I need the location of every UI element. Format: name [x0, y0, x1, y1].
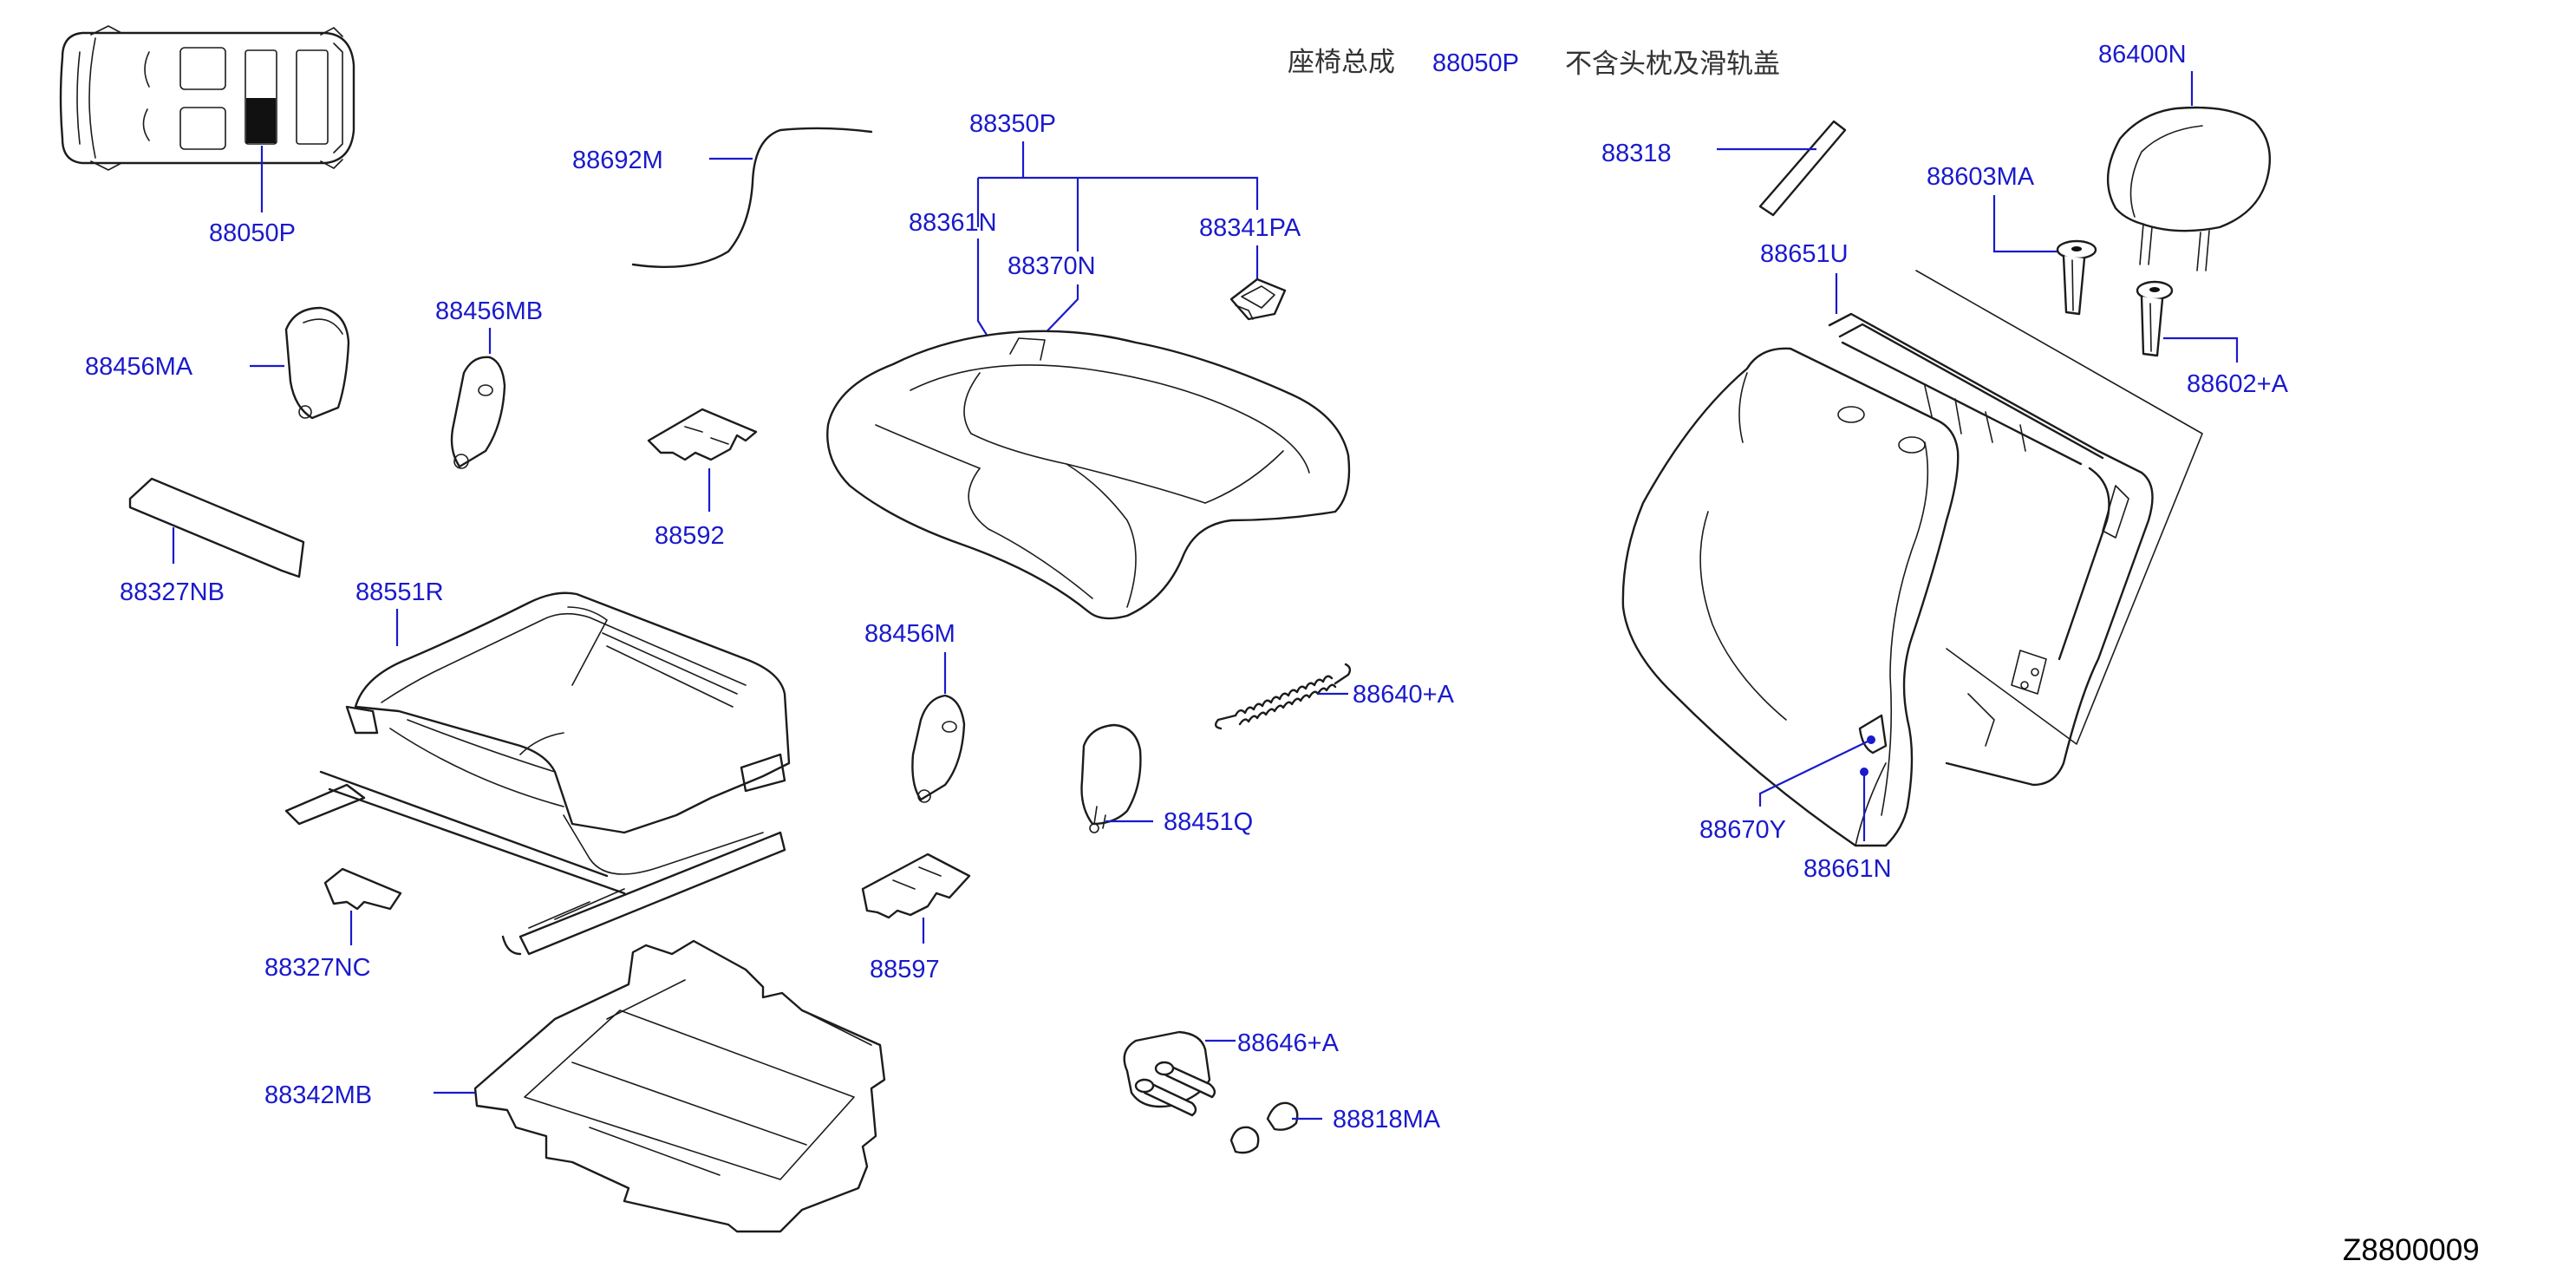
wire-harness-drawing [631, 127, 873, 269]
label-88692M[interactable]: 88692M [572, 147, 663, 174]
cap-88818MA-drawing [1229, 1101, 1299, 1154]
label-86400N[interactable]: 86400N [2098, 41, 2187, 69]
label-88592[interactable]: 88592 [655, 522, 725, 550]
headrest-86400N-drawing [2107, 106, 2271, 271]
seat-pan-board-88342MB-drawing [473, 939, 886, 1233]
trim-clip-88670Y-drawing [1858, 714, 1888, 755]
label-88551R[interactable]: 88551R [355, 578, 444, 606]
label-88818MA[interactable]: 88818MA [1333, 1106, 1441, 1133]
seatback-frame-drawing [1828, 312, 2154, 787]
hinge-cover-88456M-drawing [911, 694, 966, 803]
hinge-cover-88456MB-drawing [450, 356, 506, 469]
bracket-88327NC-drawing [323, 867, 402, 911]
label-88603MA[interactable]: 88603MA [1927, 163, 2035, 191]
seatback-panel-drawing [1915, 270, 2203, 745]
seatback-cushion-drawing [1621, 347, 1960, 847]
seat-cushion-frame-88551R-drawing [284, 591, 791, 956]
seat-cushion-drawing [826, 330, 1351, 620]
hinge-cover-88456MA-drawing [284, 306, 350, 420]
label-88050P[interactable]: 88050P [209, 219, 296, 247]
header-assembly-code[interactable]: 88050P [1432, 49, 1519, 77]
label-88341PA[interactable]: 88341PA [1199, 214, 1301, 242]
header-note: 不含头枕及滑轨盖 [1565, 49, 1780, 80]
label-88670Y[interactable]: 88670Y [1699, 816, 1786, 844]
label-88602A[interactable]: 88602+A [2187, 370, 2289, 398]
bracket-88592-drawing [647, 408, 758, 461]
spring-88640A-drawing [1214, 663, 1352, 730]
figure-id: Z8800009 [2343, 1233, 2480, 1267]
label-88597[interactable]: 88597 [870, 956, 940, 983]
label-88350P[interactable]: 88350P [969, 110, 1056, 138]
label-88456MB[interactable]: 88456MB [435, 297, 543, 325]
label-88640A[interactable]: 88640+A [1353, 681, 1455, 709]
slide-cover-88327NB-drawing [128, 477, 305, 578]
trim-strip-88318-drawing [1758, 120, 1847, 217]
headrest-guide-88602A-drawing [2136, 280, 2174, 357]
label-88646A[interactable]: 88646+A [1237, 1029, 1340, 1057]
holder-88646A-drawing [1123, 1030, 1216, 1117]
vehicle-locator-illustration [59, 25, 355, 171]
label-88370N[interactable]: 88370N [1008, 252, 1096, 280]
label-88456MA[interactable]: 88456MA [85, 353, 193, 381]
label-88361N[interactable]: 88361N [909, 209, 997, 237]
header-assembly-name: 座椅总成 [1288, 47, 1395, 78]
bracket-88597-drawing [861, 853, 971, 919]
label-88318[interactable]: 88318 [1601, 140, 1672, 167]
clip-88341PA-drawing [1229, 278, 1287, 321]
label-88651U[interactable]: 88651U [1760, 240, 1849, 268]
label-88342MB[interactable]: 88342MB [264, 1081, 372, 1109]
headrest-guide-88603MA-drawing [2056, 239, 2097, 316]
label-88451Q[interactable]: 88451Q [1164, 808, 1253, 836]
label-88661N[interactable]: 88661N [1803, 855, 1892, 883]
label-88456M[interactable]: 88456M [864, 620, 955, 648]
knob-88451Q-drawing [1080, 723, 1142, 833]
label-88327NB[interactable]: 88327NB [120, 578, 225, 606]
label-88327NC[interactable]: 88327NC [264, 954, 371, 982]
